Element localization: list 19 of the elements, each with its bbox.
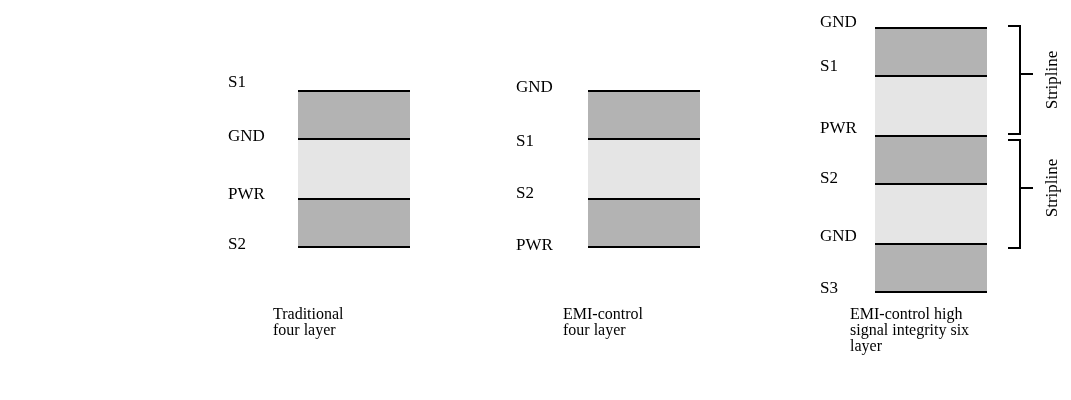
layer-label: PWR xyxy=(228,185,265,203)
layer-label: S1 xyxy=(228,73,246,91)
layer-label: GND xyxy=(516,78,553,96)
layer-label: PWR xyxy=(516,236,553,254)
stackup-caption: EMI-control high signal integrity six layer xyxy=(850,306,971,354)
layer-label: PWR xyxy=(820,119,857,137)
layer-label: S1 xyxy=(516,132,534,150)
layer-label: GND xyxy=(228,127,265,145)
layer-label: S2 xyxy=(516,184,534,202)
stripline-label: Stripline xyxy=(1043,50,1061,110)
stripline-label: Stripline xyxy=(1043,158,1061,218)
stackup-caption: EMI-control four layer xyxy=(563,306,644,338)
layer-label: S3 xyxy=(820,279,838,297)
layer-label: S2 xyxy=(820,169,838,187)
layer-label: GND xyxy=(820,227,857,245)
layer-label: GND xyxy=(820,13,857,31)
stackup-caption: Traditional four layer xyxy=(273,306,345,338)
layer-label: S1 xyxy=(820,57,838,75)
layer-label: S2 xyxy=(228,235,246,253)
